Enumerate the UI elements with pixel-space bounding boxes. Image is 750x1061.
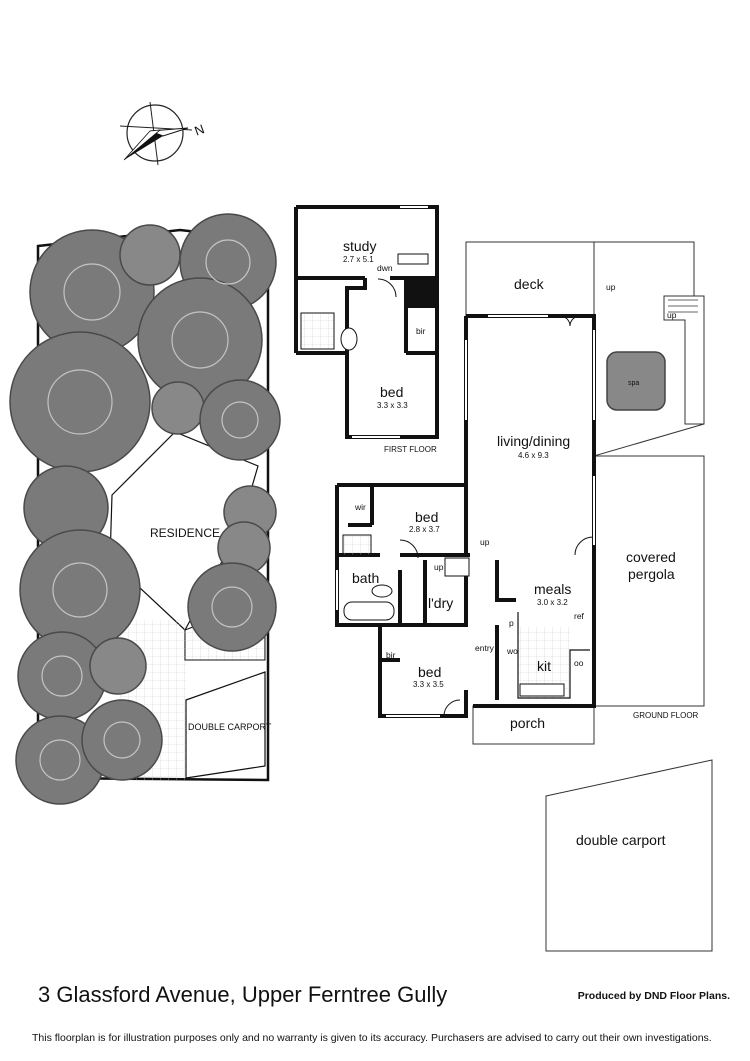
pergola-label-line1: covered — [626, 549, 676, 565]
room-dims-living: 4.6 x 9.3 — [518, 451, 549, 460]
entry-label: entry — [475, 643, 495, 653]
terrace-steps — [663, 295, 705, 425]
pergola-label-line2: pergola — [628, 566, 675, 582]
first-floor-bir-label: bir — [416, 326, 426, 336]
first-floor-dwn-label: dwn — [377, 263, 393, 273]
bath-tub — [343, 601, 395, 621]
room-label-deck: deck — [514, 276, 545, 292]
up-label-bed: up — [480, 537, 490, 547]
property-address: 3 Glassford Avenue, Upper Ferntree Gully — [38, 982, 448, 1007]
room-label-porch: porch — [510, 715, 545, 731]
ensuite-shower — [342, 534, 372, 556]
room-label-study: study — [343, 238, 376, 254]
up-label-deck: up — [606, 282, 616, 292]
room-label-carport: double carport — [576, 832, 666, 848]
sink-icon — [519, 683, 565, 697]
room-dims-bed-3: 3.3 x 3.5 — [413, 680, 444, 689]
carport-outline — [545, 759, 713, 952]
room-dims-study: 2.7 x 5.1 — [343, 255, 374, 264]
disclaimer-text: This floorplan is for illustration purpo… — [32, 1032, 712, 1044]
wir-label: wir — [354, 502, 366, 512]
room-label-bed-upstairs: bed — [380, 384, 403, 400]
room-dims-bed-upstairs: 3.3 x 3.3 — [377, 401, 408, 410]
room-label-meals: meals — [534, 581, 571, 597]
tree-texture — [39, 239, 259, 781]
room-label-bath: bath — [352, 570, 379, 586]
stair-void-block — [406, 278, 437, 308]
first-floor-label: FIRST FLOOR — [384, 445, 437, 454]
oo-label: oo — [574, 658, 584, 668]
compass-icon: N — [119, 101, 206, 166]
wo-label: wo — [506, 646, 518, 656]
toilet-icon — [340, 327, 358, 351]
site-carport-label: DOUBLE CARPORT — [188, 722, 272, 732]
room-label-bed-2: bed — [415, 509, 438, 525]
compass-north-label: N — [192, 121, 206, 138]
door-swing — [377, 278, 397, 298]
porch-area — [472, 705, 595, 745]
ground-stair — [444, 557, 470, 577]
up-label-right: up — [667, 310, 677, 320]
room-label-living: living/dining — [497, 433, 570, 449]
first-floor-plan: study 2.7 x 5.1 dwn bir bed 3.3 x 3.3 FI… — [294, 205, 439, 454]
basin-icon — [371, 584, 393, 598]
room-dims-bed-2: 2.8 x 3.7 — [409, 525, 440, 534]
room-label-kit: kit — [537, 658, 551, 674]
room-label-ldry: l'dry — [428, 595, 453, 611]
room-dims-meals: 3.0 x 3.2 — [537, 598, 568, 607]
deck-area — [465, 241, 595, 317]
site-residence-label: RESIDENCE — [150, 526, 220, 540]
bir-label: bir — [386, 650, 396, 660]
ground-floor-label: GROUND FLOOR — [633, 711, 699, 720]
ref-label: ref — [574, 611, 585, 621]
up-label-ldry: up — [434, 562, 444, 572]
shower — [300, 312, 335, 350]
spa-label: spa — [628, 380, 639, 387]
p-label: p — [509, 618, 514, 628]
stair-icon — [397, 253, 429, 265]
producer-credit: Produced by DND Floor Plans. — [577, 990, 730, 1002]
ground-floor-plan: spa — [335, 241, 713, 952]
room-label-bed-3: bed — [418, 664, 441, 680]
site-plan: RESIDENCE DOUBLE CARPORT — [9, 213, 281, 805]
tree-canopy — [9, 213, 281, 805]
spa-icon — [606, 351, 666, 411]
